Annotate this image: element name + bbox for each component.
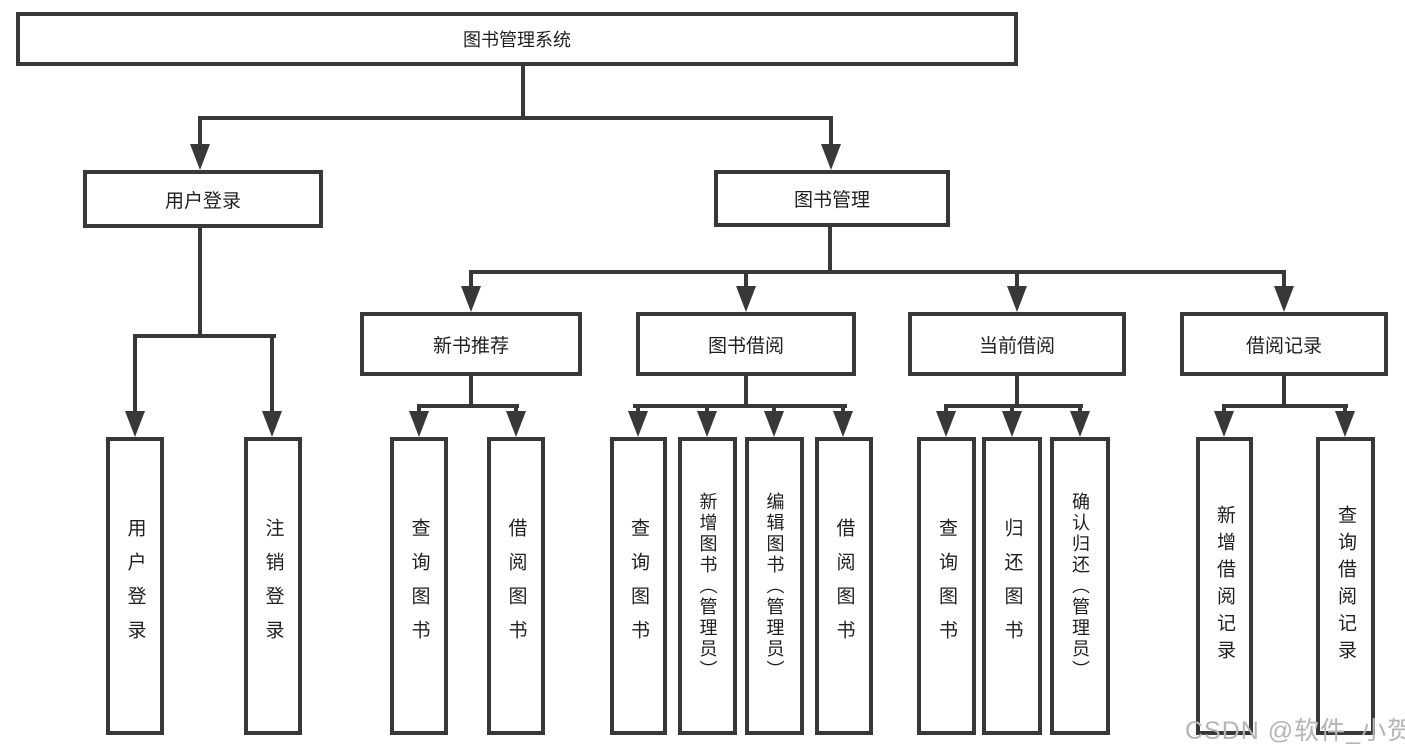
leaf-query-books-current: 查询图书: [917, 437, 976, 735]
node-label: 借阅图书: [505, 518, 527, 654]
leaf-query-books-borrow: 查询图书: [610, 437, 667, 735]
connector-line: [469, 270, 1286, 274]
connector-line: [198, 225, 202, 338]
arrow-down-icon: [628, 411, 648, 437]
leaf-add-borrow-record: 新增借阅记录: [1196, 437, 1253, 735]
connector-line: [744, 374, 748, 408]
node-label: 编辑图书（管理员）: [764, 491, 785, 681]
connector-line: [1015, 270, 1019, 290]
connector-line: [133, 334, 276, 338]
node-label: 图书借阅: [707, 335, 784, 357]
connector-line: [270, 334, 274, 414]
node-book-management: 图书管理: [714, 170, 950, 227]
arrow-down-icon: [821, 144, 841, 170]
leaf-query-books-recommend: 查询图书: [390, 437, 448, 735]
connector-line: [199, 116, 833, 120]
leaf-add-books-admin: 新增图书（管理员）: [678, 437, 737, 735]
connector-line: [133, 334, 137, 414]
node-label: 图书管理系统: [463, 30, 571, 50]
arrow-down-icon: [697, 411, 717, 437]
arrow-down-icon: [833, 411, 853, 437]
node-new-book-recommend: 新书推荐: [360, 312, 582, 376]
node-label: 查询图书: [936, 518, 957, 654]
arrow-down-icon: [125, 411, 145, 437]
node-label: 查询图书: [628, 518, 649, 654]
connector-line: [417, 404, 519, 408]
leaf-borrow-books-recommend: 借阅图书: [487, 437, 545, 735]
arrow-down-icon: [461, 286, 481, 312]
arrow-down-icon: [764, 411, 784, 437]
arrow-down-icon: [262, 411, 282, 437]
connector-line: [469, 270, 473, 290]
connector-line: [198, 116, 202, 148]
connector-line: [744, 270, 748, 290]
arrow-down-icon: [1335, 411, 1355, 437]
leaf-borrow-books: 借阅图书: [815, 437, 873, 735]
arrow-down-icon: [1007, 286, 1027, 312]
leaf-query-borrow-record: 查询借阅记录: [1316, 437, 1375, 735]
arrow-down-icon: [190, 144, 210, 170]
node-borrow-records: 借阅记录: [1180, 312, 1388, 376]
node-label: 确认归还（管理员）: [1070, 491, 1090, 681]
node-label: 查询借阅记录: [1335, 505, 1356, 667]
connector-line: [633, 404, 847, 408]
node-label: 借阅记录: [1245, 335, 1322, 357]
node-label: 注销登录: [262, 518, 284, 654]
node-label: 新增借阅记录: [1214, 505, 1235, 667]
leaf-user-login: 用户登录: [106, 437, 164, 735]
connector-line: [829, 116, 833, 148]
node-library-management-system: 图书管理系统: [16, 12, 1018, 66]
node-label: 借阅图书: [833, 518, 855, 654]
node-label: 用户登录: [164, 190, 241, 212]
arrow-down-icon: [1274, 286, 1294, 312]
arrow-down-icon: [1214, 411, 1234, 437]
arrow-down-icon: [736, 286, 756, 312]
arrow-down-icon: [1070, 411, 1090, 437]
node-label: 当前借阅: [978, 335, 1055, 357]
arrow-down-icon: [936, 411, 956, 437]
node-current-borrow: 当前借阅: [908, 312, 1126, 376]
node-label: 新增图书（管理员）: [697, 491, 718, 681]
connector-line: [521, 64, 525, 120]
node-label: 用户登录: [124, 518, 146, 654]
node-label: 新书推荐: [432, 335, 509, 357]
leaf-return-books: 归还图书: [982, 437, 1042, 735]
connector-line: [1222, 404, 1348, 408]
arrow-down-icon: [409, 411, 429, 437]
node-user-login: 用户登录: [83, 170, 323, 228]
node-label: 图书管理: [793, 190, 870, 211]
connector-line: [1015, 374, 1019, 408]
leaf-confirm-return-admin: 确认归还（管理员）: [1050, 437, 1110, 735]
arrow-down-icon: [1002, 411, 1022, 437]
connector-line: [828, 224, 832, 274]
node-book-borrow: 图书借阅: [636, 312, 856, 376]
arrow-down-icon: [506, 411, 526, 437]
node-label: 查询图书: [408, 518, 430, 654]
leaf-edit-books-admin: 编辑图书（管理员）: [745, 437, 804, 735]
watermark: CSDN @软件_小贺同学: [1185, 717, 1405, 745]
connector-line: [1282, 374, 1286, 408]
connector-line: [469, 374, 473, 408]
connector-line: [1282, 270, 1286, 290]
node-label: 归还图书: [1001, 518, 1023, 654]
leaf-logout: 注销登录: [244, 437, 302, 735]
